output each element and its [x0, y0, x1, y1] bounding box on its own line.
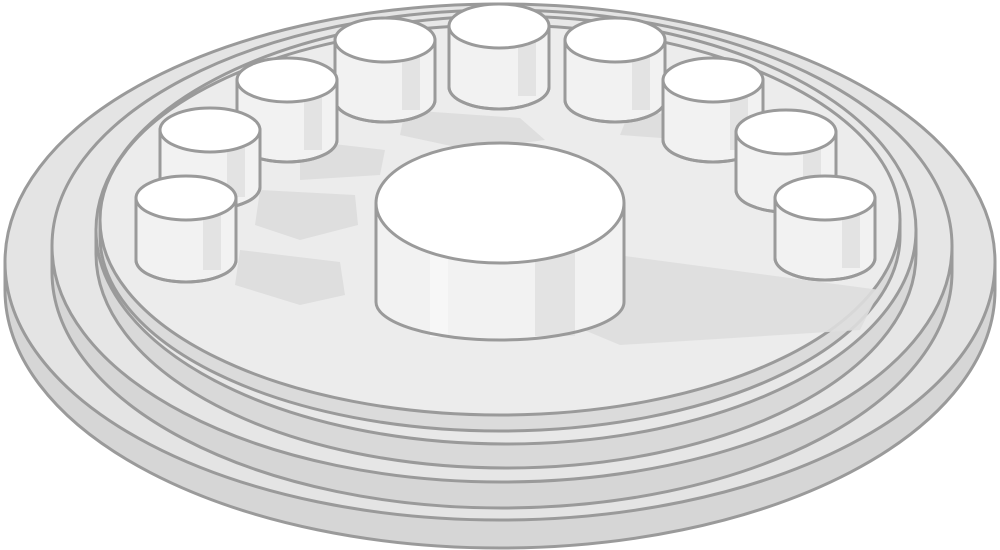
peg-3 — [333, 16, 437, 124]
cast-shadows — [235, 110, 880, 345]
peg-0 — [134, 174, 238, 284]
peg-2 — [235, 56, 339, 164]
peg-8 — [773, 174, 877, 282]
center-cylinder — [374, 141, 626, 342]
peg-4 — [447, 2, 551, 111]
peg-5 — [563, 16, 667, 124]
